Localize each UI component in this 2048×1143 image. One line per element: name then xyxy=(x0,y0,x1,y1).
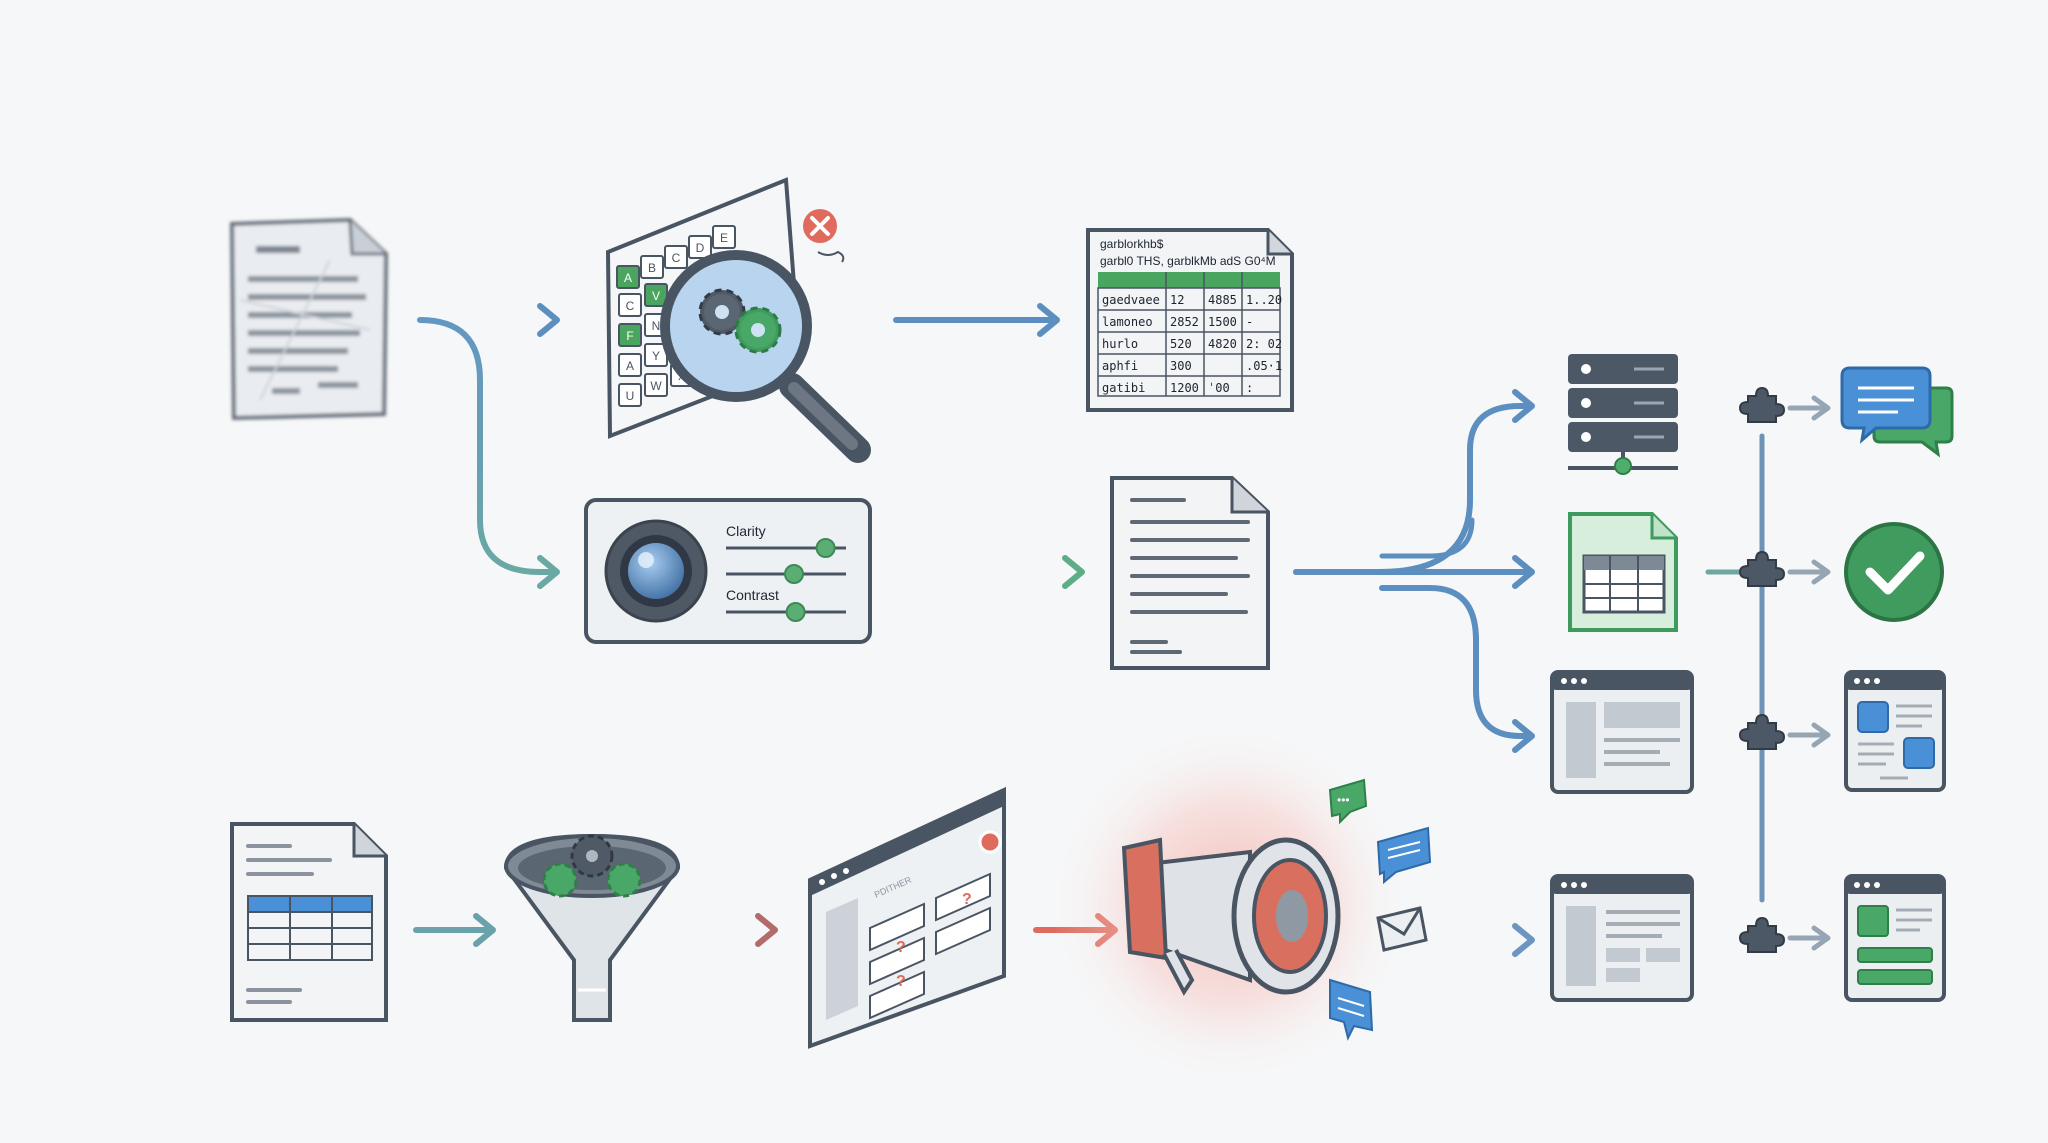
garbled-table-cell: aphfi xyxy=(1102,359,1138,373)
chat-bubbles-icon xyxy=(1840,366,1954,458)
envelope-icon xyxy=(1376,906,1428,952)
puzzle-piece-icon xyxy=(1738,916,1786,953)
error-dot-icon xyxy=(978,830,1002,854)
letter-cell-text: V xyxy=(652,289,660,303)
puzzle-piece-icon xyxy=(1738,550,1786,587)
slider-knob[interactable] xyxy=(784,564,804,584)
arrow-document-to-webpage xyxy=(1379,585,1533,739)
garbled-table-cell: 1..20 xyxy=(1246,293,1282,307)
puzzle-piece-icon xyxy=(1738,386,1786,423)
garbled-table-cell: 4885 xyxy=(1208,293,1237,307)
letter-cell xyxy=(618,353,642,377)
garbled-table-cell: hurlo xyxy=(1102,337,1138,351)
server-icon xyxy=(1568,354,1678,475)
letter-cell-text: Y xyxy=(652,349,660,363)
garbled-table-cell: - xyxy=(1246,315,1253,329)
garbled-table-cell: .05·1 xyxy=(1246,359,1282,373)
letter-cell-text: B xyxy=(648,261,656,275)
field-error-mark: ? xyxy=(896,939,906,956)
letter-cell xyxy=(664,245,688,269)
garbled-table-icon: garblorkhb$ garbl0 THS, garblkMb adS G0⁴… xyxy=(1086,228,1294,412)
speech-icon xyxy=(1329,978,1374,1041)
garbled-header-line2: garbl0 THS, garblkMb adS G0⁴M xyxy=(1100,254,1276,268)
garbled-table-cell: 1500 xyxy=(1208,315,1237,329)
clarity-label: Clarity xyxy=(726,523,766,539)
plugin-column xyxy=(1738,386,1786,953)
letter-grid: ABCDECVFNAYUWX xyxy=(616,225,736,407)
field-error-mark: ? xyxy=(896,973,906,990)
letter-cell xyxy=(618,293,642,317)
letter-cell-text: N xyxy=(652,319,661,333)
letter-cell-text: W xyxy=(650,379,662,393)
connectors xyxy=(413,303,1831,957)
garbled-table-cell: 300 xyxy=(1170,359,1192,373)
chat-notification-icon: ••• xyxy=(1328,778,1368,825)
letter-cell-text: E xyxy=(720,231,728,245)
message-icon xyxy=(1376,826,1432,885)
megaphone-icon: ••• xyxy=(1050,724,1432,1084)
form-icon xyxy=(1844,874,1946,1002)
check-circle-icon xyxy=(1844,522,1944,622)
garbled-table-cell: 4820 xyxy=(1208,337,1237,351)
contrast-slider-knob[interactable] xyxy=(785,602,806,622)
letter-cell-text: A xyxy=(624,271,632,285)
letter-cell xyxy=(618,323,642,347)
garbled-table-cell: : xyxy=(1246,381,1253,395)
puzzle-piece-icon xyxy=(1738,713,1786,750)
dashboard-icon xyxy=(1844,670,1946,792)
garbled-table-cell: lamoneo xyxy=(1102,315,1153,329)
chat-notification-dots: ••• xyxy=(1337,793,1350,807)
web-page-icon xyxy=(1550,874,1694,1002)
contrast-label: Contrast xyxy=(726,587,779,603)
magnifier-gears-icon: ABCDECVFNAYUWX xyxy=(605,177,871,463)
garbled-table-rows: gaedvaee 12 4885 1..20 lamoneo 2852 1500- hurlo… xyxy=(1102,293,1282,395)
error-badge-icon xyxy=(803,209,845,263)
letter-cell xyxy=(688,235,712,259)
letter-cell xyxy=(712,225,736,249)
garbled-table-cell: ˈ00 xyxy=(1208,381,1230,395)
garbled-header-line1: garblorkhb$ xyxy=(1100,237,1164,251)
crumpled-document-icon xyxy=(229,217,389,421)
garbled-table-cell: gatibi xyxy=(1102,381,1145,395)
garbled-table-cell: 2: 02 xyxy=(1246,337,1282,351)
broken-form-window-icon: PDITHER ? ? ? xyxy=(808,786,1006,1049)
browser-window-icon xyxy=(1550,670,1694,794)
letter-cell-text: U xyxy=(626,389,635,403)
spreadsheet-icon xyxy=(1568,512,1678,632)
garbled-table-cell: 520 xyxy=(1170,337,1192,351)
letter-cell xyxy=(640,255,664,279)
letter-cell xyxy=(644,373,668,397)
letter-cell xyxy=(616,265,640,289)
garbled-table-cell: 2852 xyxy=(1170,315,1199,329)
clarity-slider-knob[interactable] xyxy=(815,538,836,558)
letter-cell-text: F xyxy=(626,329,633,343)
letter-cell-text: A xyxy=(626,359,634,373)
lens-sliders-icon: Clarity Contrast xyxy=(584,498,872,644)
clean-document-icon xyxy=(1110,476,1270,670)
arrow-document-to-server xyxy=(1293,403,1533,575)
funnel-gears-icon xyxy=(503,833,681,1022)
field-error-mark: ? xyxy=(962,891,972,908)
table-document-icon xyxy=(230,822,388,1022)
gear-icon xyxy=(734,306,782,354)
letter-cell-text: C xyxy=(672,251,681,265)
letter-cell-text: C xyxy=(626,299,635,313)
letter-cell xyxy=(618,383,642,407)
arrow-doc-to-enhancer xyxy=(417,317,558,575)
garbled-table-cell: 1200 xyxy=(1170,381,1199,395)
letter-cell-text: D xyxy=(696,241,705,255)
garbled-table-cell: 12 xyxy=(1170,293,1184,307)
garbled-table-cell: gaedvaee xyxy=(1102,293,1160,307)
